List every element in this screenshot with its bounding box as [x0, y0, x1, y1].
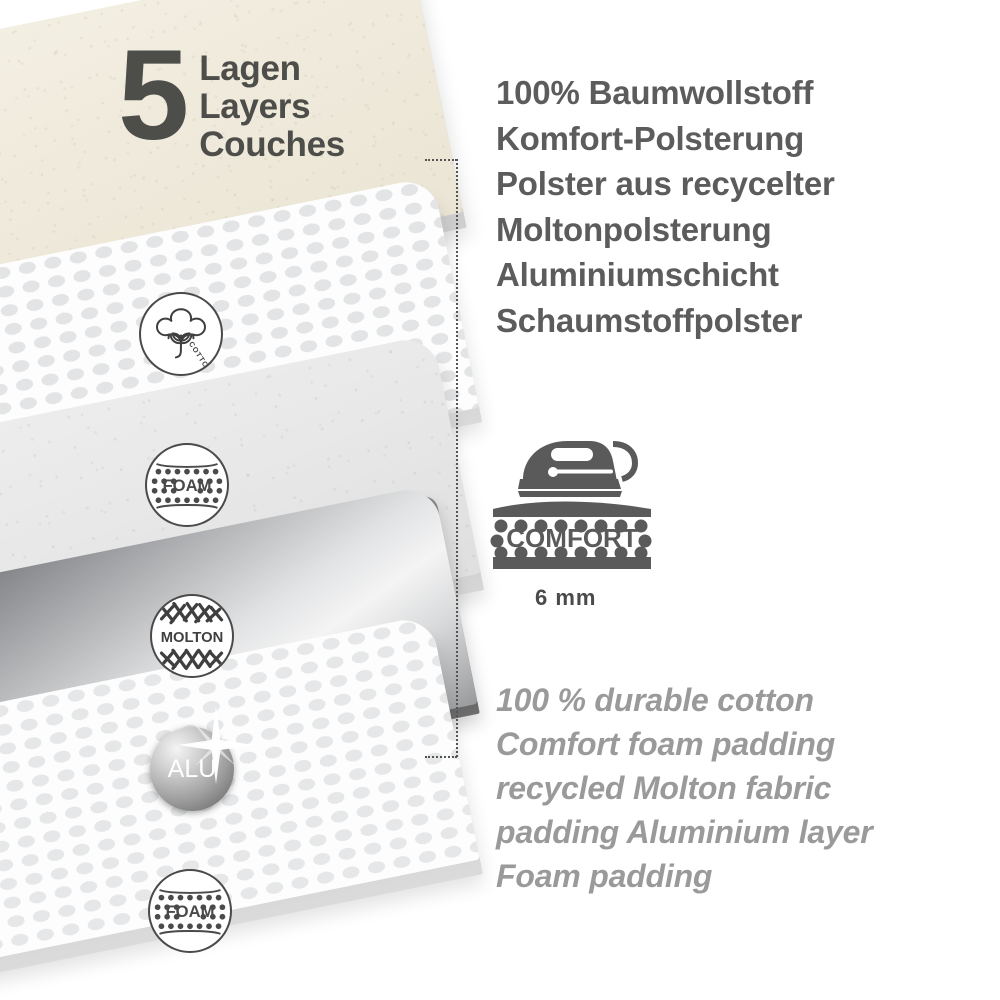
- badge-cotton: COTTON: [139, 292, 223, 376]
- alu-sphere-icon: ALU: [168, 755, 217, 783]
- headline-line-de: Lagen: [199, 49, 301, 88]
- english-feature-list: 100 % durable cotton Comfort foam paddin…: [496, 678, 946, 898]
- woven-weave-icon: MOLTON: [155, 602, 229, 670]
- cotton-boll-icon: COTTON: [156, 308, 214, 374]
- headline-line-en: Layers: [199, 87, 311, 126]
- thickness-label: 6 mm: [535, 585, 597, 610]
- badge-alu-label: ALU: [168, 755, 217, 783]
- german-feature-item: Polster aus recycelter: [496, 165, 835, 202]
- badge-foam-lower: FOAM: [148, 869, 232, 953]
- badge-molton: MOLTON: [150, 594, 234, 678]
- iron-handle-icon: [612, 441, 639, 482]
- german-feature-list: 100% Baumwollstoff Komfort-Polsterung Po…: [496, 70, 926, 343]
- foam-dots-icon: FOAM: [154, 889, 226, 935]
- comfort-band-label: COMFORT: [506, 523, 638, 553]
- leader-line-bottom: [425, 756, 457, 758]
- german-feature-item: Schaumstoffpolster: [496, 301, 803, 339]
- english-feature-item: recycled Molton fabric: [496, 770, 832, 806]
- foam-dots-icon: FOAM: [151, 463, 223, 509]
- german-feature-item: 100% Baumwollstoff: [496, 74, 814, 111]
- badge-foam-upper-label: FOAM: [162, 476, 211, 495]
- headline-line-fr: Couches: [199, 125, 345, 164]
- layer-count-number: 5: [118, 24, 189, 167]
- alu-sparkle-icon: [178, 706, 254, 784]
- headline-words: Lagen Layers Couches: [199, 50, 345, 164]
- headline: 5 Lagen Layers Couches: [118, 24, 345, 167]
- badge-foam-lower-label: FOAM: [165, 902, 214, 921]
- german-feature-item: Komfort-Polsterung: [496, 119, 805, 157]
- badge-foam-upper: FOAM: [145, 443, 229, 527]
- english-feature-item: Comfort foam padding: [496, 726, 836, 762]
- english-feature-item: padding Aluminium layer: [496, 814, 873, 850]
- badge-molton-label: MOLTON: [161, 630, 224, 646]
- german-feature-item: Aluminiumschicht: [496, 256, 779, 293]
- comfort-emblem: COMFORT: [487, 425, 677, 580]
- german-feature-item: Moltonpolsterung: [496, 210, 772, 248]
- english-feature-item: 100 % durable cotton: [496, 682, 814, 718]
- leader-line-top: [425, 159, 457, 161]
- leader-line-vertical: [456, 159, 458, 757]
- comfort-band: COMFORT: [490, 501, 652, 569]
- english-feature-item: Foam padding: [496, 858, 713, 894]
